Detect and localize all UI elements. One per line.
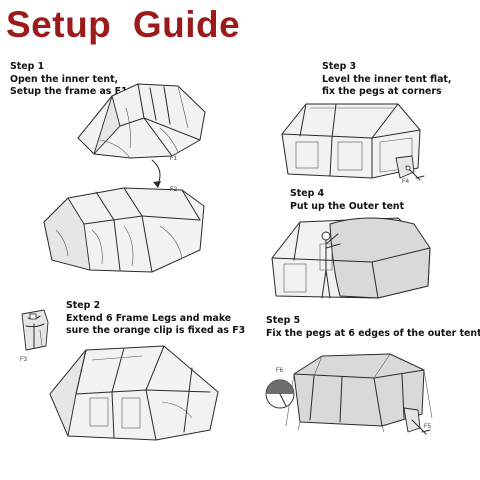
figure-f2-frame-setup — [43, 187, 205, 273]
step-5-instructions: Step 5 Fix the pegs at 6 edges of the ou… — [266, 315, 480, 340]
figure-f1-folded-frame — [77, 83, 206, 159]
step-1-instructions: Step 1 Open the inner tent, Setup the fr… — [10, 61, 144, 99]
step-1-line-2: Setup the frame as F1/F2 — [10, 86, 144, 97]
figure-step3-inner-tent-pegged — [281, 103, 421, 179]
step-2-heading: Step 2 — [66, 300, 101, 311]
figure-f3-label: F3 — [20, 357, 28, 363]
step-2-line-1: Extend 6 Frame Legs and make — [66, 312, 232, 324]
step-3-instructions: Step 3 Level the inner tent flat, fix th… — [322, 61, 451, 99]
step-4-heading: Step 4 — [290, 188, 325, 199]
step-2-line-2: sure the orange clip is fixed as F3 — [66, 325, 246, 336]
page-title: Setup Guide — [6, 4, 241, 45]
step-5-heading: Step 5 — [266, 315, 301, 326]
figure-f5-label: F5 — [424, 424, 432, 430]
step-3-line-2: fix the pegs at corners — [322, 86, 442, 97]
figure-f1-label: F1 — [170, 156, 178, 162]
step-4-instructions: Step 4 Put up the Outer tent — [290, 188, 404, 213]
step-5-line-1: Fix the pegs at 6 edges of the outer ten… — [266, 327, 480, 339]
figure-step2-inner-tent — [49, 345, 219, 441]
figure-f4-label: F4 — [402, 179, 410, 185]
figure-f5-peg-detail — [403, 407, 431, 435]
step-3-heading: Step 3 — [322, 61, 357, 72]
step-3-line-1: Level the inner tent flat, — [322, 73, 452, 85]
figure-f6-peg-detail — [265, 379, 295, 409]
figure-f6-label: F6 — [276, 368, 284, 374]
step-1-heading: Step 1 — [10, 61, 45, 72]
figure-f4-peg-detail — [395, 155, 425, 181]
figure-step4-outer-tent — [271, 217, 431, 299]
curved-arrow-icon — [151, 159, 161, 188]
step-2-instructions: Step 2 Extend 6 Frame Legs and make sure… — [66, 300, 245, 338]
step-4-line-1: Put up the Outer tent — [290, 200, 405, 212]
figure-f3-clip-detail — [21, 309, 49, 351]
step-1-line-1: Open the inner tent, — [10, 73, 119, 85]
figure-f2-label: F2 — [170, 187, 178, 193]
